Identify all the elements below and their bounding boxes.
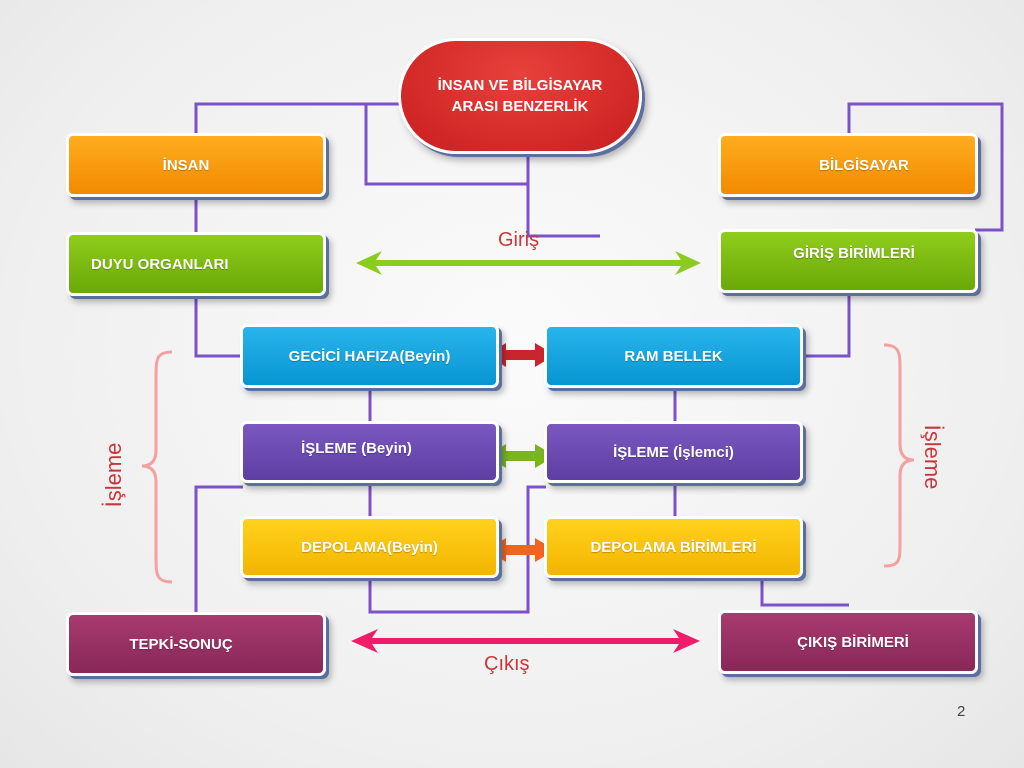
gecici-hafiza-box: GECİCİ HAFIZA(Beyin) — [240, 324, 499, 388]
giris-label: Giriş — [498, 229, 540, 251]
duyu-organlari-box: DUYU ORGANLARI — [66, 232, 326, 296]
connector-duyu-gecici — [194, 296, 243, 358]
giris-birimleri-label: GİRİŞ BİRİMLERİ — [793, 244, 915, 262]
giris-arrow — [356, 251, 701, 275]
connector-depolama-loop — [368, 485, 546, 614]
ram-arrow — [487, 343, 555, 367]
connector-bilgisayar-outer — [847, 102, 1004, 232]
ram-bellek-label: RAM BELLEK — [624, 347, 723, 365]
title-box: İNSAN VE BİLGİSAYAR ARASI BENZERLİK — [398, 38, 642, 154]
connector-tepki-loop — [194, 485, 243, 612]
connector-title-left-inner — [364, 102, 530, 186]
isleme-arrow — [487, 444, 555, 468]
left-brace — [141, 350, 173, 584]
connector-giris-ram — [803, 293, 851, 358]
depolama-birimleri-label: DEPOLAMA BİRİMLERİ — [590, 538, 757, 556]
depolama-beyin-label: DEPOLAMA(Beyin) — [301, 538, 438, 556]
depolama-birimleri-box: DEPOLAMA BİRİMLERİ — [544, 516, 803, 578]
isleme-left-label: İşleme — [101, 442, 126, 508]
isleme-islemci-box: İŞLEME (İşlemci) — [544, 421, 803, 483]
insan-label: İNSAN — [162, 156, 210, 174]
isleme-islemci-label: İŞLEME (İşlemci) — [613, 443, 734, 461]
depolama-arrow — [487, 538, 555, 562]
giris-birimleri-box: GİRİŞ BİRİMLERİ — [718, 229, 978, 293]
page-number: 2 — [957, 703, 966, 720]
isleme-beyin-label: İŞLEME (Beyin) — [301, 439, 412, 457]
cikis-label: Çıkış — [484, 653, 530, 675]
ram-bellek-box: RAM BELLEK — [544, 324, 803, 388]
cikis-birimleri-box: ÇIKIŞ BİRİMERİ — [718, 610, 978, 674]
duyu-organlari-label: DUYU ORGANLARI — [91, 255, 229, 273]
bilgisayar-label: BİLGİSAYAR — [819, 156, 909, 174]
right-brace — [883, 343, 915, 568]
insan-box: İNSAN — [66, 133, 326, 197]
connector-title-insan — [194, 102, 400, 133]
title-line-2: ARASI BENZERLİK — [451, 98, 589, 115]
isleme-beyin-box: İŞLEME (Beyin) — [240, 421, 499, 483]
connector-title-bilgisayar — [526, 184, 600, 238]
gecici-hafiza-label: GECİCİ HAFIZA(Beyin) — [288, 347, 451, 365]
depolama-beyin-box: DEPOLAMA(Beyin) — [240, 516, 499, 578]
isleme-right-label: İşleme — [920, 424, 945, 490]
cikis-birimleri-label: ÇIKIŞ BİRİMERİ — [797, 633, 909, 651]
bilgisayar-box: BİLGİSAYAR — [718, 133, 978, 197]
tepki-sonuc-box: TEPKİ-SONUÇ — [66, 612, 326, 676]
connector-cikis-loop — [760, 578, 849, 607]
cikis-arrow — [351, 629, 700, 653]
title-line-1: İNSAN VE BİLGİSAYAR — [437, 77, 603, 94]
tepki-sonuc-label: TEPKİ-SONUÇ — [129, 635, 233, 653]
